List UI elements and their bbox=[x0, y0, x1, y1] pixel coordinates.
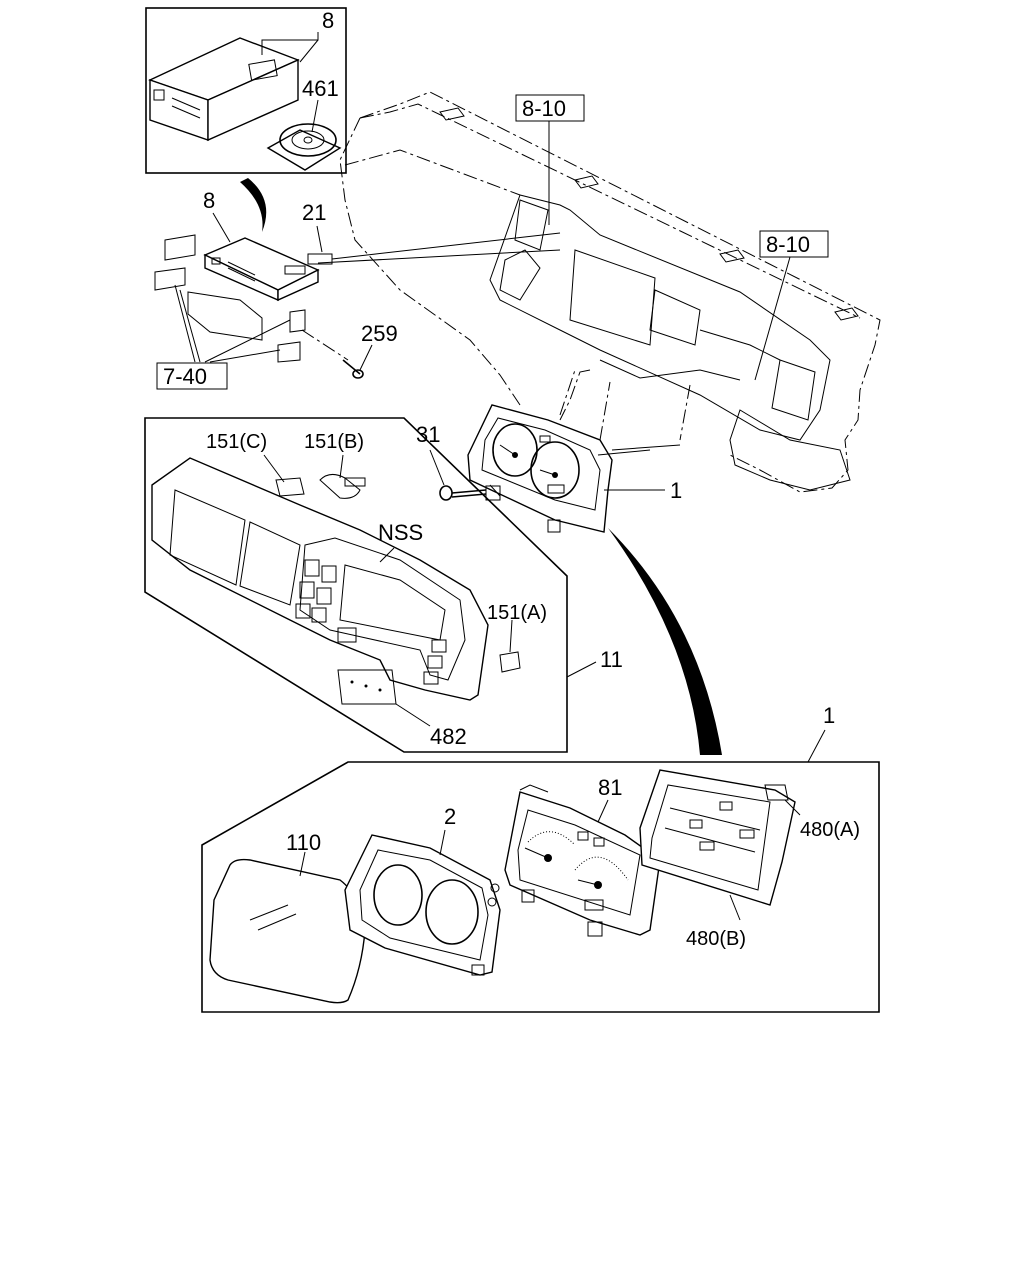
callout-nss: NSS bbox=[378, 520, 423, 545]
dashboard-outline bbox=[339, 91, 881, 493]
case-2 bbox=[344, 829, 501, 976]
callout-ref-8-10-right: 8-10 bbox=[766, 232, 810, 257]
harness-21 bbox=[307, 225, 561, 265]
lens-110 bbox=[209, 851, 366, 1004]
link-arc-meter bbox=[608, 528, 722, 755]
callout-meter-1: 1 bbox=[670, 478, 682, 503]
callout-ref-7-40: 7-40 bbox=[163, 364, 207, 389]
callout-radio: 8 bbox=[203, 188, 215, 213]
callout-screw-259: 259 bbox=[361, 321, 398, 346]
callout-board-a: 480(A) bbox=[800, 819, 860, 841]
dial-81 bbox=[504, 784, 661, 937]
link-arc-radio bbox=[240, 178, 267, 232]
callout-cluster-11: 11 bbox=[600, 647, 623, 672]
callout-bulb-a: 151(A) bbox=[487, 602, 547, 624]
radio-brackets bbox=[154, 234, 306, 363]
screw-259 bbox=[301, 329, 373, 379]
callout-bulb-b: 151(B) bbox=[304, 431, 364, 453]
meter-cluster bbox=[467, 369, 681, 533]
callout-dial-81: 81 bbox=[598, 775, 622, 800]
callout-plate-482: 482 bbox=[430, 724, 467, 749]
callout-harness-21: 21 bbox=[302, 200, 326, 225]
callout-radio-top: 8 bbox=[322, 8, 334, 33]
callout-case-2: 2 bbox=[444, 804, 456, 829]
ref-box-8-10-right bbox=[754, 230, 829, 381]
radio-unit bbox=[203, 212, 320, 302]
ref-box-8-10-top bbox=[515, 94, 585, 225]
callout-lens-110: 110 bbox=[286, 830, 321, 855]
inset-cluster-box bbox=[144, 417, 597, 753]
callout-board-b: 480(B) bbox=[686, 928, 746, 950]
inset-assembly-box bbox=[201, 729, 880, 1013]
callout-bulb-c: 151(C) bbox=[206, 431, 267, 453]
callout-cd: 461 bbox=[302, 76, 339, 101]
board-480 bbox=[639, 769, 801, 921]
inset-radio-box bbox=[145, 7, 347, 174]
ref-box-7-40 bbox=[156, 362, 228, 390]
callout-assy-1: 1 bbox=[823, 703, 835, 728]
screw-31 bbox=[429, 449, 501, 501]
callout-ref-8-10-top: 8-10 bbox=[522, 96, 566, 121]
callout-screw-31: 31 bbox=[416, 422, 440, 447]
